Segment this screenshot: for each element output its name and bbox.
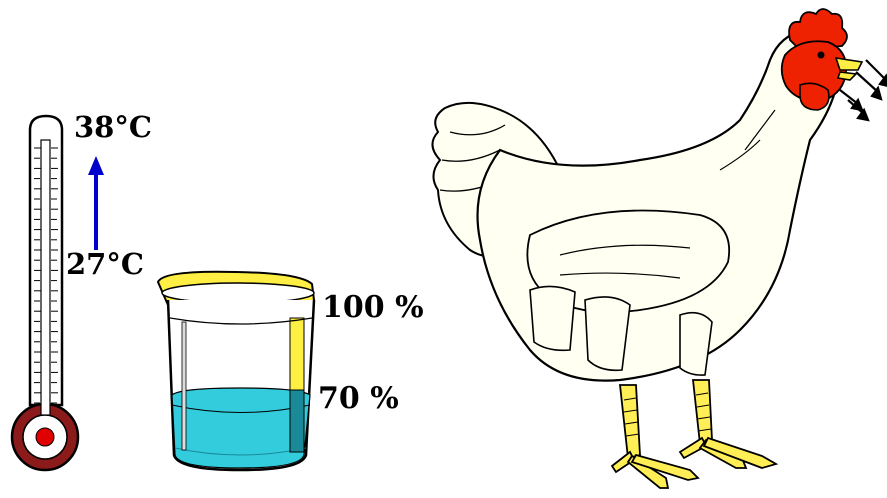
temperature-rise-arrow — [88, 156, 104, 250]
beaker-level-label: 70 % — [318, 381, 399, 416]
beaker — [158, 272, 314, 470]
hen-beak — [836, 58, 862, 80]
hen — [432, 9, 887, 488]
beaker-water — [172, 388, 310, 468]
temperature-low-label: 27°C — [66, 247, 144, 281]
temperature-high-label: 38°C — [74, 110, 152, 144]
thermometer — [12, 116, 78, 470]
hen-head — [782, 9, 862, 110]
hen-eye — [818, 52, 825, 59]
beaker-full-label: 100 % — [322, 290, 424, 325]
thermometer-bulb — [36, 428, 54, 446]
